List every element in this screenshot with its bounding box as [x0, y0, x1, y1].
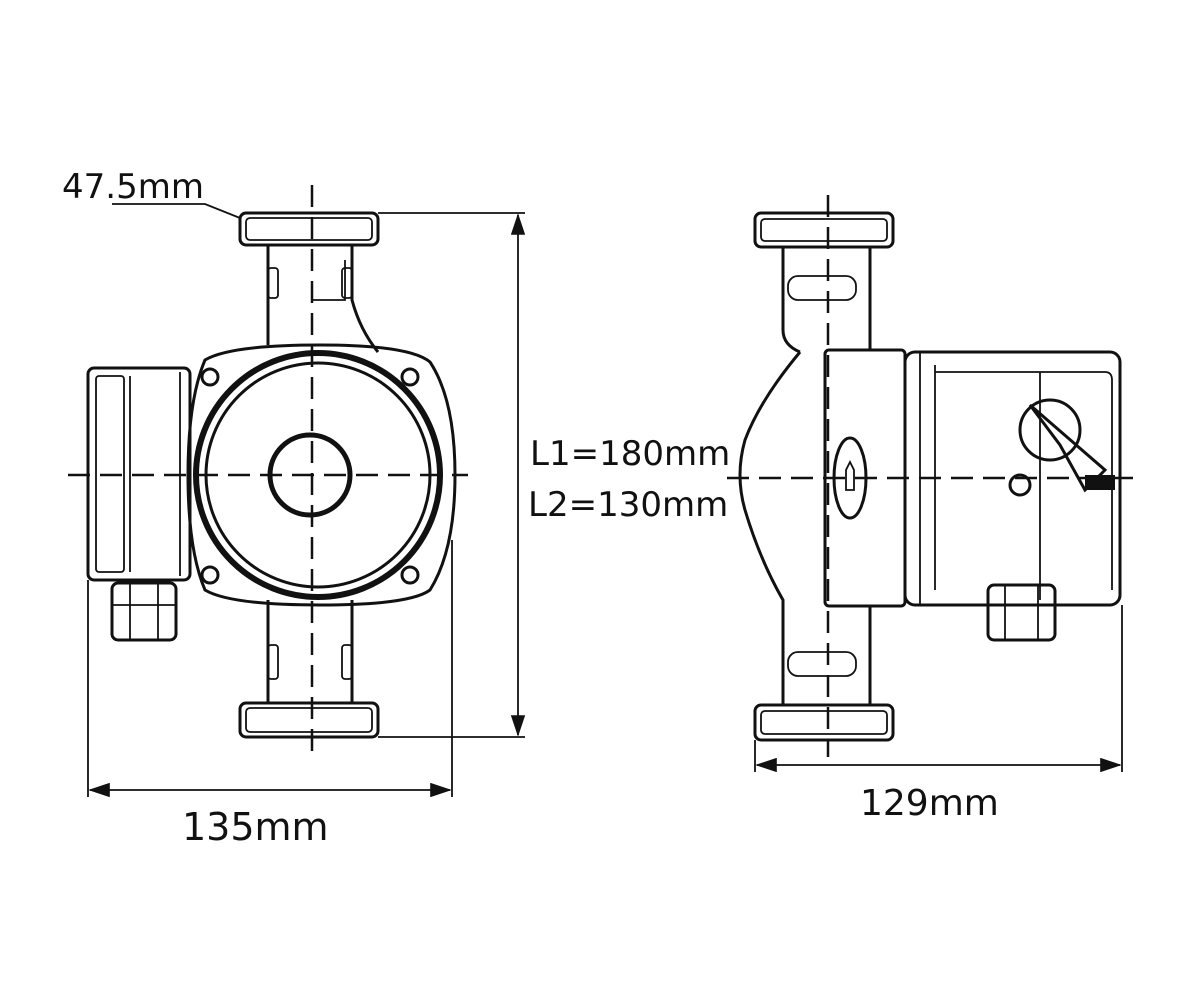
- length-label-l1: L1=180mm: [530, 434, 730, 474]
- flow-arrow-icon: [845, 459, 855, 491]
- cable-gland: [986, 583, 1057, 642]
- top-flange: [238, 211, 380, 247]
- side-view: 129mm: [727, 195, 1142, 824]
- depth-label: 129mm: [860, 783, 999, 824]
- bottom-flange: [753, 703, 895, 742]
- length-label-l2: L2=130mm: [528, 485, 728, 525]
- top-pipe: [266, 245, 380, 353]
- volute: [738, 351, 872, 705]
- front-view: 47.5mm 135mm: [62, 167, 526, 849]
- flange-leader: [112, 203, 241, 219]
- cable-gland: [110, 581, 178, 642]
- bolt: [200, 367, 220, 387]
- bottom-flange: [238, 701, 380, 739]
- speed-selector-knob: [1018, 398, 1082, 462]
- pump-head: [186, 343, 457, 607]
- bottom-pipe: [266, 600, 354, 703]
- top-flange: [753, 211, 895, 249]
- width-label: 135mm: [182, 805, 329, 849]
- flange-label: 47.5mm: [62, 167, 204, 207]
- vent-screw: [1008, 473, 1032, 497]
